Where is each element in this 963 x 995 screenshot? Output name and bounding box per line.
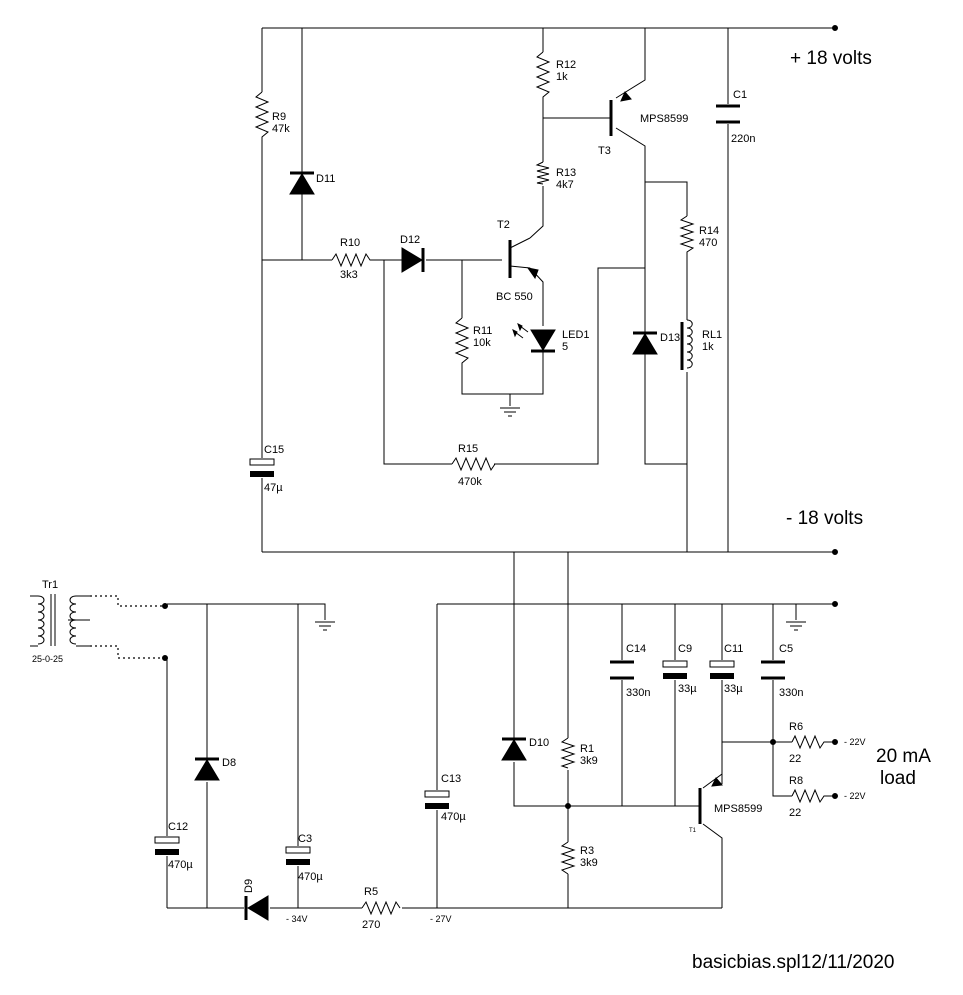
node-out1: - 22V [844, 737, 866, 747]
r13-ref: R13 [556, 167, 576, 179]
ground-icon [315, 407, 806, 631]
c14-value: 330n [626, 687, 650, 699]
r14-value: 470 [699, 237, 717, 249]
c5-value: 330n [779, 687, 803, 699]
c9-ref: C9 [678, 643, 692, 655]
c15-ref: C15 [264, 444, 284, 456]
capacitor-icon [154, 104, 785, 865]
c1-value: 220n [731, 133, 755, 145]
r14-ref: R14 [699, 225, 719, 237]
labels: + 18 volts - 18 volts 20 mA load basicbi… [32, 48, 931, 973]
t3-value: MPS8599 [640, 113, 688, 125]
r1-ref: R1 [580, 743, 594, 755]
tr1-ref: Tr1 [42, 579, 58, 591]
t2-ref: T2 [497, 219, 510, 231]
node-minus27: - 27V [430, 914, 452, 924]
c12-value: 470µ [168, 859, 193, 871]
r10-value: 3k3 [340, 269, 358, 281]
rl1-ref: RL1 [702, 329, 722, 341]
r12-ref: R12 [556, 59, 576, 71]
c3-value: 470µ [298, 871, 323, 883]
r3-value: 3k9 [580, 857, 598, 869]
t2-value: BC 550 [496, 291, 533, 303]
diode-icon [194, 171, 658, 921]
t1-ref: T1 [689, 828, 697, 834]
load-label-line1: 20 mA [876, 746, 931, 767]
r8-value: 22 [789, 807, 801, 819]
c14-ref: C14 [626, 643, 646, 655]
r6-value: 22 [789, 753, 801, 765]
r15-ref: R15 [458, 443, 478, 455]
c13-value: 470µ [441, 811, 466, 823]
relay-coil-icon [680, 319, 693, 370]
r9-value: 47k [272, 123, 290, 135]
rl1-value: 1k [702, 341, 714, 353]
d12-ref: D12 [400, 234, 420, 246]
tr1-value: 25-0-25 [32, 654, 63, 664]
r9-ref: R9 [272, 111, 286, 123]
c15-value: 47µ [264, 482, 283, 494]
r5-ref: R5 [364, 886, 378, 898]
r11-ref: R11 [473, 325, 492, 337]
r5-value: 270 [362, 919, 380, 931]
c5-ref: C5 [779, 643, 793, 655]
resistor-icon [254, 51, 835, 916]
d8-ref: D8 [222, 757, 236, 769]
negative-rail-label: - 18 volts [786, 508, 863, 529]
d10-ref: D10 [529, 737, 549, 749]
node-out2: - 22V [844, 791, 866, 801]
wires [90, 27, 835, 909]
r12-value: 1k [556, 71, 568, 83]
led1-value: 5 [562, 341, 568, 353]
t3-ref: T3 [598, 145, 611, 157]
c13-ref: C13 [441, 773, 461, 785]
d11-ref: D11 [316, 173, 335, 185]
c1-ref: C1 [733, 89, 747, 101]
led1-ref: LED1 [562, 329, 590, 341]
transistor-icon [508, 91, 724, 824]
r6-ref: R6 [789, 721, 803, 733]
node-minus34: - 34V [286, 914, 308, 924]
load-label-line2: load [880, 768, 916, 789]
r1-value: 3k9 [580, 755, 598, 767]
r15-value: 470k [458, 476, 482, 488]
c9-value: 33µ [678, 683, 697, 695]
r3-ref: R3 [580, 845, 594, 857]
r8-ref: R8 [789, 775, 803, 787]
footer-label: basicbias.spl12/11/2020 [692, 952, 894, 973]
c12-ref: C12 [168, 821, 188, 833]
r13-value: 4k7 [556, 179, 574, 191]
d9-ref: D9 [243, 879, 255, 893]
transformer-icon [30, 594, 90, 647]
positive-rail-label: + 18 volts [790, 48, 872, 69]
r10-ref: R10 [340, 237, 360, 249]
t1-value: MPS8599 [714, 803, 762, 815]
r11-value: 10k [473, 337, 491, 349]
c11-value: 33µ [724, 683, 743, 695]
c3-ref: C3 [298, 833, 312, 845]
c11-ref: C11 [724, 643, 743, 655]
d13-ref: D13 [660, 332, 680, 344]
